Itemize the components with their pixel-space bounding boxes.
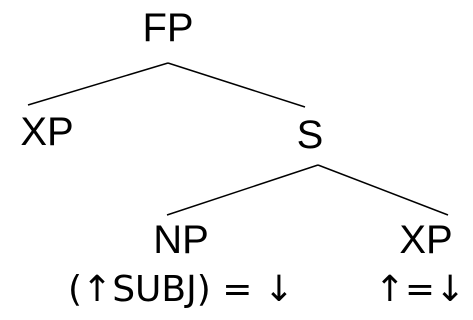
node-s: S: [297, 113, 324, 157]
annotation-xp-equal: ↑=↓: [375, 269, 466, 310]
node-xp-left: XP: [20, 110, 73, 154]
edge-s-xp: [317, 164, 449, 216]
edge-fp-s: [167, 62, 306, 108]
node-np: NP: [153, 218, 209, 262]
edge-s-np: [166, 164, 319, 216]
edge-fp-xp: [27, 62, 169, 106]
node-fp: FP: [142, 6, 193, 50]
annotation-np-subj: (↑SUBJ) = ↓: [68, 269, 294, 310]
node-xp-right: XP: [399, 218, 452, 262]
